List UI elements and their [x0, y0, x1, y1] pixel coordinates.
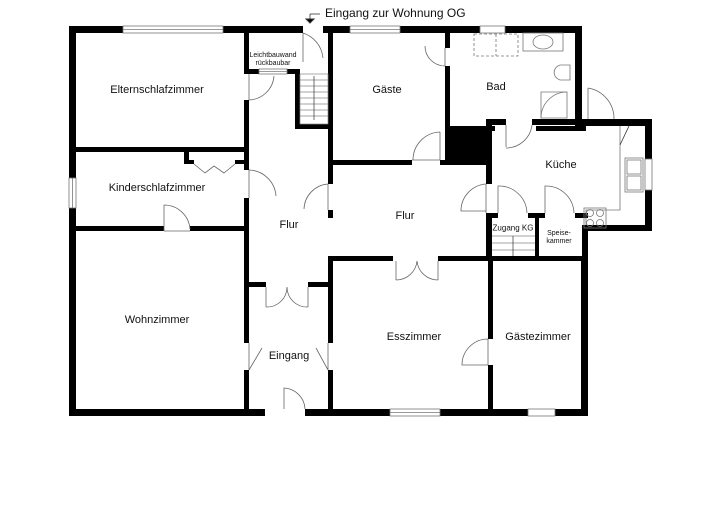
room-label-flur-west: Flur — [279, 219, 299, 231]
room-label-gaeste: Gäste — [372, 84, 402, 96]
room-label-kueche: Küche — [545, 159, 577, 171]
lightweight-wall-note-line-1: Leichtbauwand — [249, 52, 297, 59]
exterior-walls — [69, 26, 652, 416]
room-label-wohnzimmer: Wohnzimmer — [124, 314, 190, 326]
speisekammer-line-1: Speise- — [547, 230, 571, 237]
lightweight-wall-note-line-2: rückbaubar — [255, 60, 291, 67]
stairs — [299, 73, 535, 256]
room-label-esszimmer: Esszimmer — [386, 331, 442, 343]
doors — [163, 32, 615, 410]
speisekammer-line-2: kammer — [546, 238, 572, 245]
entrance-note: Eingang zur Wohnung OG — [325, 6, 466, 20]
room-label-elternschlafzimmer: Elternschlafzimmer — [110, 84, 204, 96]
interior-walls — [69, 26, 588, 416]
room-label-bad: Bad — [486, 81, 506, 93]
kitchen-fixtures — [583, 125, 644, 229]
room-label-flur-mitte: Flur — [395, 210, 415, 222]
room-label-gaestezimmer: Gästezimmer — [505, 331, 571, 343]
room-label-kinderschlafzimmer: Kinderschlafzimmer — [108, 182, 206, 194]
windows — [68, 25, 653, 417]
bathroom-fixtures — [473, 32, 571, 119]
lightweight-wall-note: Leichtbauwand rückbaubar — [249, 52, 296, 68]
room-label-eingang: Eingang — [268, 350, 310, 362]
room-label-speisekammer: Speise- kammer — [546, 230, 571, 246]
room-label-zugang-kg: Zugang KG — [492, 223, 534, 233]
entrance-arrow-icon — [304, 13, 320, 24]
